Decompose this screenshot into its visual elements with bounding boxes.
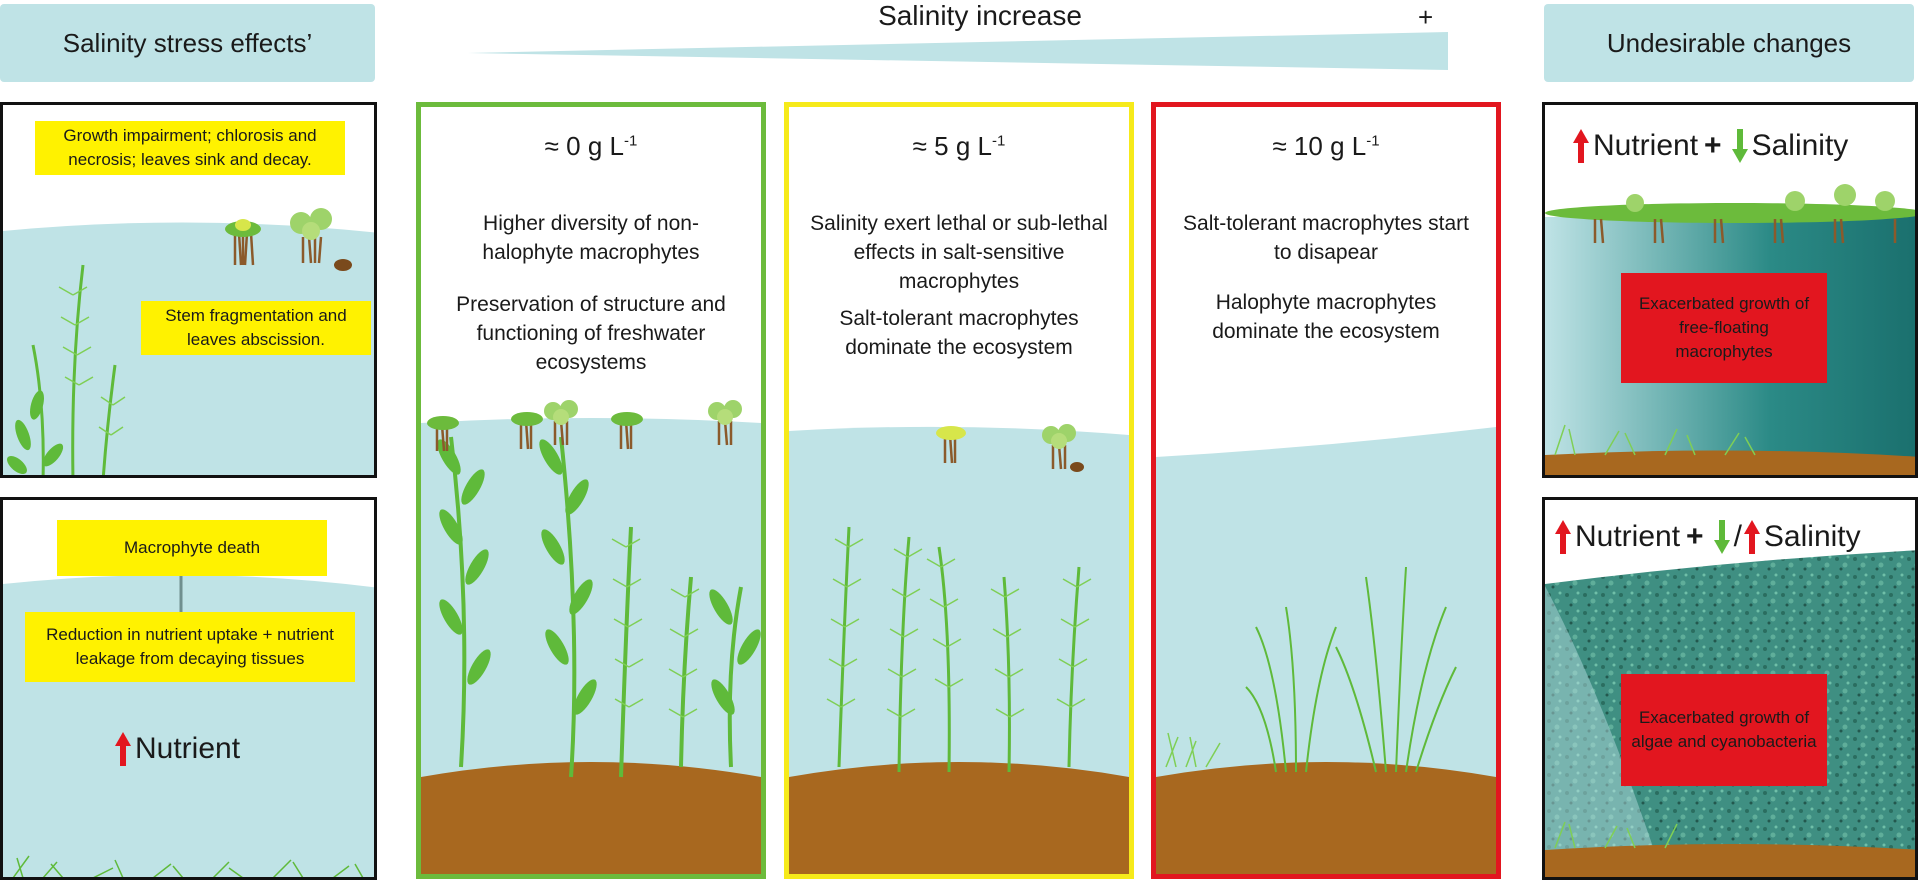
up-arrow-icon (1743, 520, 1760, 554)
concentration-label: ≈ 0 g L-1 (544, 131, 638, 161)
floating-plant (225, 219, 261, 266)
left-header: Salinity stress effects’ (0, 4, 375, 82)
right-header: Undesirable changes (1544, 4, 1914, 82)
down-arrow-icon (1713, 520, 1730, 554)
saline-scene (1156, 427, 1496, 874)
nutrient-increase-label: Nutrient (115, 732, 240, 766)
down-arrow-icon (1731, 129, 1748, 163)
nutrient-uptake-box: Reduction in nutrient uptake + nutrient … (25, 612, 355, 682)
column-description-2: Preservation of structure and functionin… (456, 293, 726, 374)
halophyte-grass (1245, 566, 1457, 773)
column-description-1: Salt-tolerant macrophytes start to disap… (1183, 212, 1469, 264)
change-panel-top: Nutrient + Salinity Exacerbated growth o… (1542, 102, 1918, 478)
stem-fragmentation-box: Stem fragmentation and leaves abscission… (141, 301, 371, 355)
column-description-1: Salinity exert lethal or sub-lethal effe… (810, 212, 1108, 293)
column-description-2: Salt-tolerant macrophytes dominate the e… (839, 307, 1079, 359)
change-panel-bottom: Nutrient + / Salinity Exacerbated growth… (1542, 497, 1918, 880)
scenario-column-5gL: ≈ 5 g L-1 Salinity exert lethal or sub-l… (784, 102, 1134, 879)
concentration-label: ≈ 10 g L-1 (1272, 131, 1380, 161)
up-arrow-icon (1555, 520, 1571, 554)
floating-plants-row (427, 400, 742, 452)
floating-plant-mat (1545, 184, 1915, 223)
salinity-gradient-wedge (468, 32, 1448, 70)
scenario-column-10gL: ≈ 10 g L-1 Salt-tolerant macrophytes sta… (1151, 102, 1501, 879)
scenario-column-0gL: ≈ 0 g L-1 Higher diversity of non-haloph… (416, 102, 766, 879)
algae-growth-box: Exacerbated growth of algae and cyanobac… (1621, 674, 1827, 786)
salinity-plus-sign: + (1418, 2, 1434, 32)
salinity-increase-label: Salinity increase (878, 0, 1082, 31)
stress-panel-top: Growth impairment; chlorosis and necrosi… (0, 102, 377, 478)
nutrient-salinity-trend-bottom: Nutrient + / Salinity (1555, 520, 1861, 554)
stress-panel-bottom: Macrophyte death Reduction in nutrient u… (0, 497, 377, 880)
up-arrow-icon (115, 732, 131, 766)
left-header-label: Salinity stress effects’ (62, 27, 313, 58)
nutrient-salinity-trend-top: Nutrient + Salinity (1573, 129, 1848, 163)
macrophyte-death-box: Macrophyte death (57, 520, 327, 576)
floating-plant (290, 208, 352, 271)
growth-impairment-box: Growth impairment; chlorosis and necrosi… (35, 121, 345, 175)
column-description-1: Higher diversity of non-halophyte macrop… (482, 212, 700, 264)
nutrient-text: Nutrient (135, 732, 241, 765)
up-arrow-icon (1573, 129, 1589, 163)
right-header-label: Undesirable changes (1606, 27, 1852, 58)
freshwater-scene (421, 400, 761, 874)
brackish-scene (789, 424, 1129, 874)
free-floating-growth-box: Exacerbated growth of free-floating macr… (1621, 273, 1827, 383)
dead-macrophyte-debris (12, 855, 364, 877)
column-description-2: Halophyte macrophytes dominate the ecosy… (1212, 291, 1440, 343)
concentration-label: ≈ 5 g L-1 (912, 131, 1006, 161)
